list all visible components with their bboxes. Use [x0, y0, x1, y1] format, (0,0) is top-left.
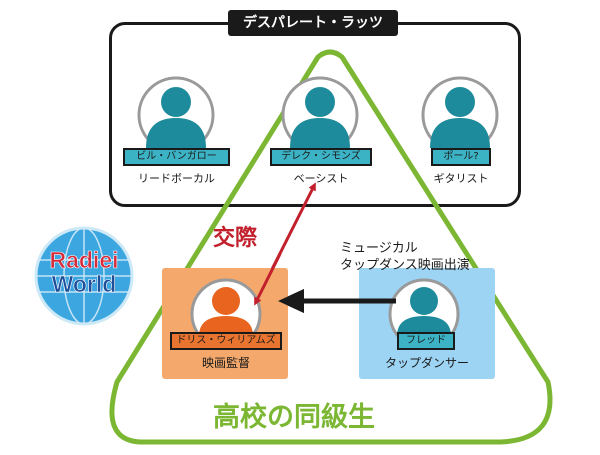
- member-role-paul: ギタリスト: [433, 172, 489, 185]
- avatar-derek: [281, 76, 359, 154]
- globe-icon: [34, 226, 134, 326]
- musical-label-line1: ミュージカル: [340, 241, 418, 256]
- classmates-label: 高校の同級生: [213, 402, 375, 433]
- logo-text-radiei: Radiei: [49, 247, 119, 273]
- musical-label-line2: タップダンス映画出演: [340, 258, 470, 273]
- classmates-triangle: [109, 49, 553, 445]
- dancer-role: タップダンサー: [384, 356, 469, 370]
- member-name-bill: ビル・バンガロー: [123, 148, 230, 166]
- avatar-doris-front: [190, 278, 262, 348]
- director-name: ドリス・ウィリアムズ: [170, 332, 282, 350]
- musical-label: ミュージカル タップダンス映画出演: [340, 240, 470, 274]
- director-role: 映画監督: [201, 356, 250, 370]
- avatar-bill: [137, 76, 215, 154]
- avatar-paul: [421, 76, 499, 154]
- band-title: デスパレート・ラッツ: [228, 10, 398, 36]
- dating-label: 交際: [213, 226, 258, 251]
- member-role-bill: リードボーカル: [138, 172, 215, 185]
- dancer-name: フレッド: [397, 332, 455, 350]
- member-role-derek: ベーシスト: [293, 172, 349, 185]
- logo-text-world: World: [51, 271, 117, 297]
- member-name-derek: デレク・シモンズ: [270, 148, 372, 166]
- radiei-world-logo: Radiei World: [32, 224, 136, 328]
- avatar-fred-front: [388, 278, 460, 348]
- member-name-paul: ポール?: [431, 148, 491, 166]
